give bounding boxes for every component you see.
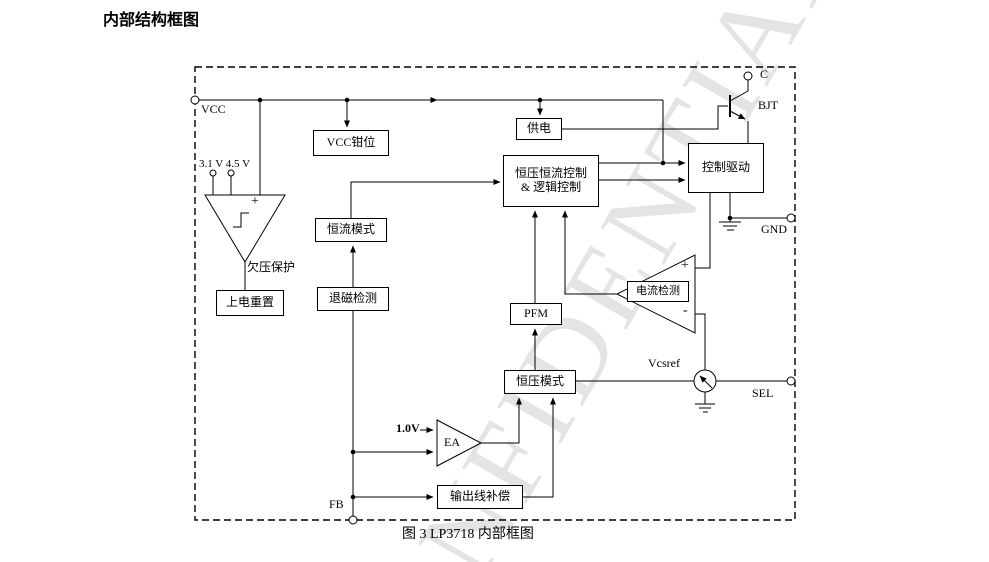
block-supply: 供电 xyxy=(516,118,562,140)
gnd-pin xyxy=(786,213,796,223)
block-cvcc-line2: & 逻辑控制 xyxy=(520,180,582,194)
vcc-pin xyxy=(190,95,200,105)
uv-plus-sign: + xyxy=(251,194,259,209)
c-pin xyxy=(743,71,753,81)
block-cvcc-logic-control: 恒压恒流控制 & 逻辑控制 xyxy=(503,155,599,207)
block-cvcc-line1: 恒压恒流控制 xyxy=(514,166,587,181)
ea-amplifier-label: EA xyxy=(444,435,460,449)
fb-pin-label: FB xyxy=(329,497,344,511)
vcsref-label: Vcsref xyxy=(648,356,680,370)
current-detect-minus-sign: - xyxy=(683,303,688,318)
ea-reference-label: 1.0V xyxy=(396,421,420,435)
sel-pin-label: SEL xyxy=(752,386,774,400)
uv-comparator-shape xyxy=(204,169,286,263)
block-current-detect: 电流检测 xyxy=(627,281,689,302)
junction-dots xyxy=(257,97,733,500)
block-vcc-clamp: VCC钳位 xyxy=(313,130,389,156)
block-demag-detect: 退磁检测 xyxy=(317,287,389,311)
ground-symbol-driver xyxy=(719,221,741,231)
ref-terminal-3v1 xyxy=(209,169,217,177)
block-pfm: PFM xyxy=(510,303,562,325)
block-output-line-comp: 输出线补偿 xyxy=(437,485,523,509)
figure-caption: 图 3 LP3718 内部框图 xyxy=(402,527,534,542)
page-title: 内部结构框图 xyxy=(103,12,200,29)
block-control-drive: 控制驱动 xyxy=(688,143,764,193)
wires xyxy=(199,97,787,516)
block-cv-mode: 恒压模式 xyxy=(504,370,576,394)
block-power-on-reset: 上电重置 xyxy=(216,290,284,316)
pin-circles xyxy=(190,71,796,525)
bjt-label: BJT xyxy=(758,98,779,112)
uv-threshold-labels: 3.1 V 4.5 V xyxy=(199,158,251,170)
vcsref-current-source xyxy=(693,369,717,413)
bjt-transistor xyxy=(729,80,749,143)
block-cc-mode: 恒流模式 xyxy=(315,218,387,242)
uv-protect-label: 欠压保护 xyxy=(247,260,296,274)
hysteresis-icon xyxy=(233,212,249,228)
vcc-pin-label: VCC xyxy=(201,102,226,116)
ref-terminal-4v5 xyxy=(227,169,235,177)
chip-boundary xyxy=(194,66,796,521)
gnd-pin-label: GND xyxy=(761,222,787,236)
fb-pin xyxy=(348,515,358,525)
sel-pin xyxy=(786,376,796,386)
ea-amplifier-shape xyxy=(436,419,483,467)
c-pin-label: C xyxy=(760,67,769,81)
current-detect-plus-sign: + xyxy=(681,258,689,273)
